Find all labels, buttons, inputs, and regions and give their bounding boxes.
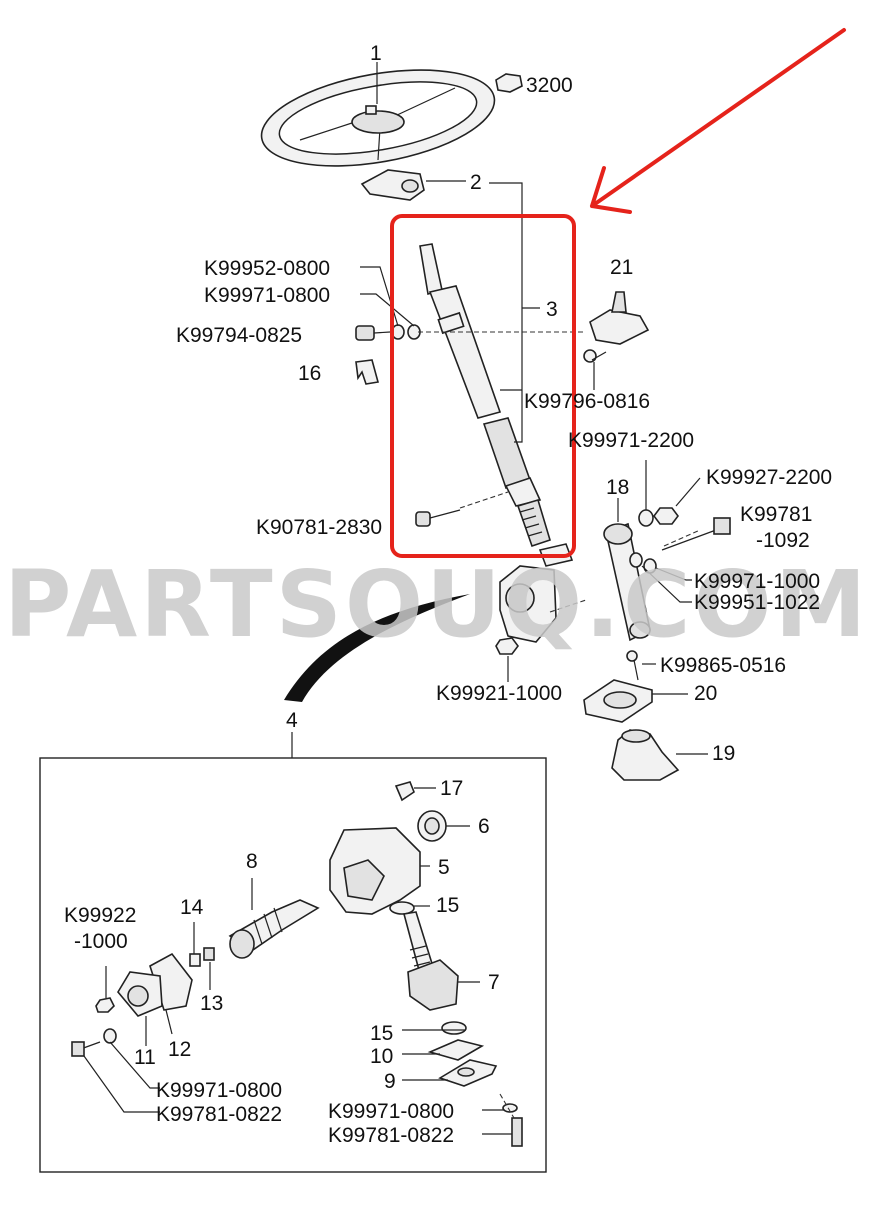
label-part-1: 1	[370, 42, 382, 65]
label-part-21: 21	[610, 256, 633, 279]
bolt-k99794-0825	[355, 324, 421, 341]
label-k99922-line2: -1000	[74, 930, 128, 953]
label-part-7: 7	[488, 971, 500, 994]
watermark: PARTSOUQ.COM	[4, 551, 869, 658]
pitman-arm	[603, 522, 651, 642]
highlight-box	[390, 214, 576, 558]
label-k99781-1092-line2: -1092	[756, 529, 810, 552]
label-part-15-bottom: 15	[370, 1022, 393, 1045]
horn-emblem	[495, 73, 523, 93]
label-part-4: 4	[286, 709, 298, 732]
screw-k99865-0516	[626, 650, 639, 681]
bolt-k90781-2830	[415, 509, 461, 527]
label-k99781-1092-line1: K99781	[740, 503, 812, 526]
label-k99971-0800-left: K99971-0800	[156, 1079, 282, 1102]
steering-column-shaft	[419, 243, 551, 548]
label-k99921-1000: K99921-1000	[436, 682, 562, 705]
nut-washer-arm	[629, 552, 657, 574]
label-k99971-2200: K99971-2200	[568, 429, 694, 452]
label-k99781-0822-left: K99781-0822	[156, 1103, 282, 1126]
label-k99865-0516: K99865-0516	[660, 654, 786, 677]
gearbox-detail-frame	[39, 757, 547, 1173]
column-bracket	[589, 291, 650, 345]
label-k90781-2830: K90781-2830	[256, 516, 382, 539]
label-part-20: 20	[694, 682, 717, 705]
label-part-12: 12	[168, 1038, 191, 1061]
red-callout	[390, 28, 846, 558]
gearbox-detail-parts	[71, 781, 523, 1147]
label-part-17: 17	[440, 777, 463, 800]
label-k99794-0825: K99794-0825	[176, 324, 302, 347]
detail-connector	[284, 594, 470, 702]
label-part-8: 8	[246, 850, 258, 873]
label-k99796-0816: K99796-0816	[524, 390, 650, 413]
clip-16	[355, 359, 380, 385]
steering-wheel	[260, 69, 496, 167]
label-part-18: 18	[606, 476, 629, 499]
label-part-5: 5	[438, 856, 450, 879]
label-part-16: 16	[298, 362, 321, 385]
label-part-3: 3	[546, 298, 558, 321]
steering-gearbox	[499, 543, 587, 643]
column-cover	[360, 169, 425, 201]
bolt-k99796-0816	[583, 349, 607, 363]
label-part-9: 9	[384, 1070, 396, 1093]
leader-lines-detail	[83, 787, 512, 1135]
label-part-3200: 3200	[526, 74, 573, 97]
column-boot	[611, 729, 680, 781]
boot-plate	[583, 679, 653, 723]
leader-lines-top	[291, 62, 708, 758]
label-part-15-top: 15	[436, 894, 459, 917]
label-k99922-line1: K99922	[64, 904, 136, 927]
label-k99927-2200: K99927-2200	[706, 466, 832, 489]
label-k99781-0822-right: K99781-0822	[328, 1124, 454, 1147]
label-part-10: 10	[370, 1045, 393, 1068]
label-part-2: 2	[470, 171, 482, 194]
label-k99971-1000: K99971-1000	[694, 570, 820, 593]
label-k99952-0800: K99952-0800	[204, 257, 330, 280]
label-part-13: 13	[200, 992, 223, 1015]
label-k99951-1022: K99951-1022	[694, 591, 820, 614]
label-k99971-0800-top: K99971-0800	[204, 284, 330, 307]
label-part-19: 19	[712, 742, 735, 765]
nut-k99921-1000	[495, 637, 519, 655]
label-part-14: 14	[180, 896, 204, 919]
nut-washer-pitman	[638, 507, 679, 527]
label-part-6: 6	[478, 815, 490, 838]
label-part-11: 11	[134, 1046, 156, 1069]
label-k99971-0800-right: K99971-0800	[328, 1100, 454, 1123]
bolt-k99781-1092	[661, 517, 731, 551]
callout-arrow	[590, 28, 846, 214]
